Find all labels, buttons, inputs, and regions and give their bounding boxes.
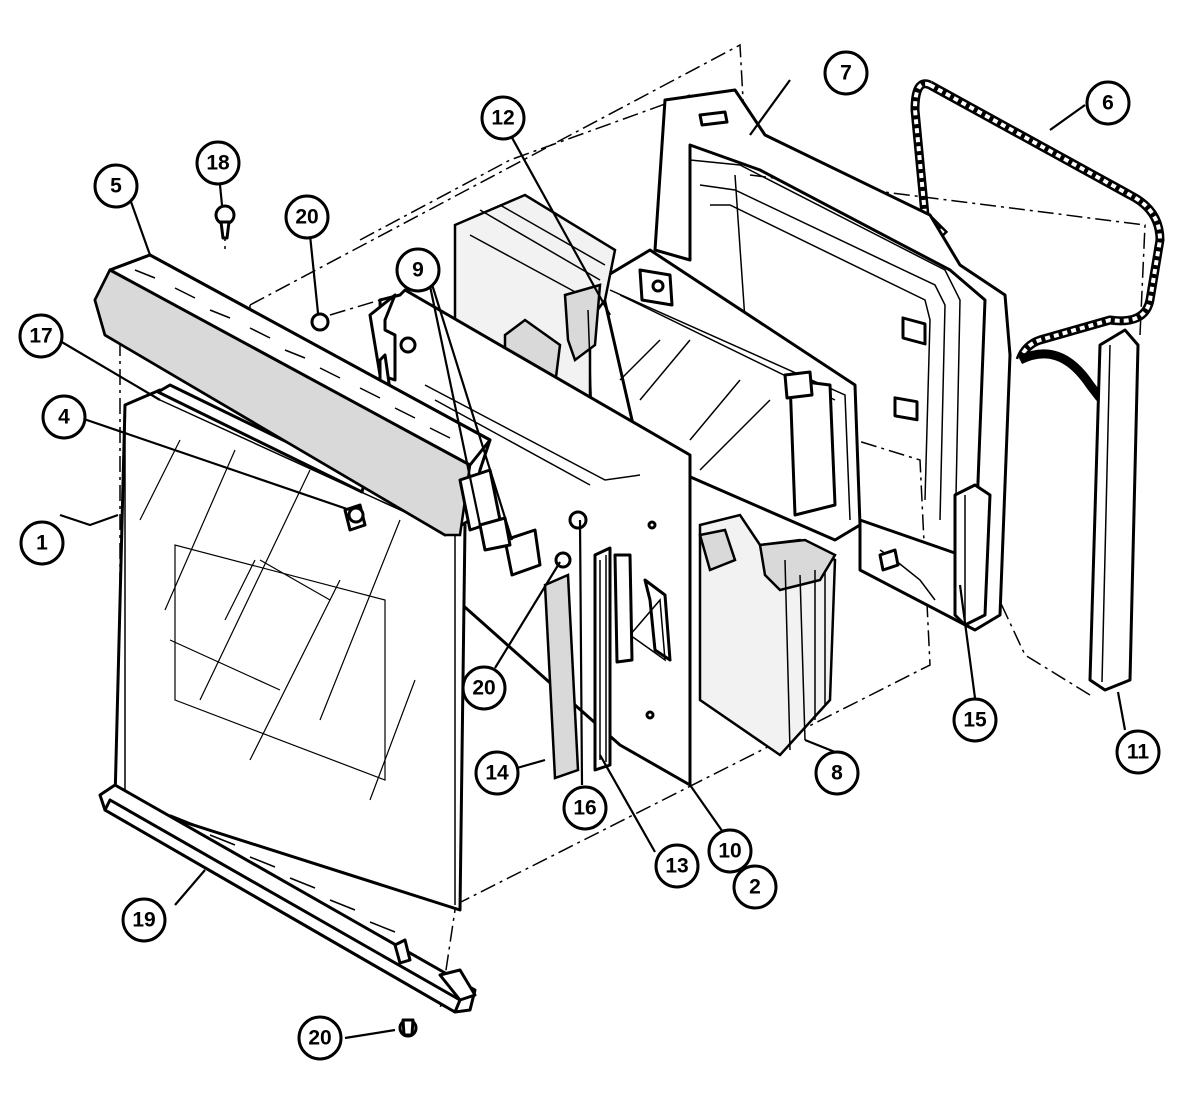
svg-text:1: 1 [36,532,48,555]
part-12-glass-pack [598,248,862,542]
part-9-door-switch [478,516,542,577]
callout-6: 6 [1085,80,1131,126]
callout-15: 15 [952,697,998,743]
part-19-bottom-trim [98,783,477,1014]
svg-text:12: 12 [491,107,514,130]
callout-1: 1 [19,520,65,566]
callout-2: 2 [732,864,778,910]
svg-text:10: 10 [718,840,741,863]
svg-text:14: 14 [485,762,509,785]
part-5-top-trim [93,253,502,537]
part-15-bracket [878,483,992,627]
callout-9: 9 [395,247,441,293]
callout-20-middle: 20 [461,665,507,711]
callout-14: 14 [474,750,520,796]
svg-text:20: 20 [308,1027,331,1050]
svg-text:18: 18 [206,152,230,175]
callout-13: 13 [654,843,700,889]
leader-lines [54,79,1127,1040]
callout-17: 17 [18,313,64,359]
svg-text:6: 6 [1102,92,1114,115]
upper-insulation-batt [453,193,617,421]
part-7-inner-door-frame [653,88,1012,632]
part-18-screw [214,204,236,240]
svg-text:5: 5 [110,175,122,198]
part-8-lower-insulation [698,513,837,757]
callout-8: 8 [814,750,860,796]
callout-20-top: 20 [284,194,330,240]
part-11-side-trim [1088,328,1140,692]
svg-text:17: 17 [29,325,52,348]
callout-4: 4 [41,394,87,440]
callout-11: 11 [1115,729,1161,775]
svg-text:13: 13 [665,855,688,878]
part-6-door-gasket [910,79,1165,401]
callout-12: 12 [480,95,526,141]
callout-18: 18 [195,140,241,186]
callout-20-bottom: 20 [297,1015,343,1061]
svg-text:9: 9 [412,259,424,282]
trim-vent-slots [134,269,451,439]
part-1-outer-glass-panel [113,388,467,912]
svg-text:4: 4 [58,406,70,429]
svg-text:8: 8 [831,762,843,785]
svg-text:20: 20 [295,206,318,229]
part-20-screw-bottom [398,1018,418,1038]
callout-10: 10 [707,828,753,874]
part-13-glass-channel [593,546,634,772]
svg-text:16: 16 [573,797,596,820]
svg-text:19: 19 [132,909,155,932]
svg-text:20: 20 [472,677,495,700]
callout-19: 19 [121,897,167,943]
callout-5: 5 [93,163,139,209]
part-14-foam-strip [543,573,580,780]
callout-7: 7 [823,50,869,96]
svg-text:11: 11 [1127,741,1150,764]
svg-text:15: 15 [963,709,987,732]
svg-text:2: 2 [749,876,761,899]
callout-16: 16 [562,785,608,831]
part-20-screw-top [310,312,330,332]
svg-text:7: 7 [840,62,852,85]
